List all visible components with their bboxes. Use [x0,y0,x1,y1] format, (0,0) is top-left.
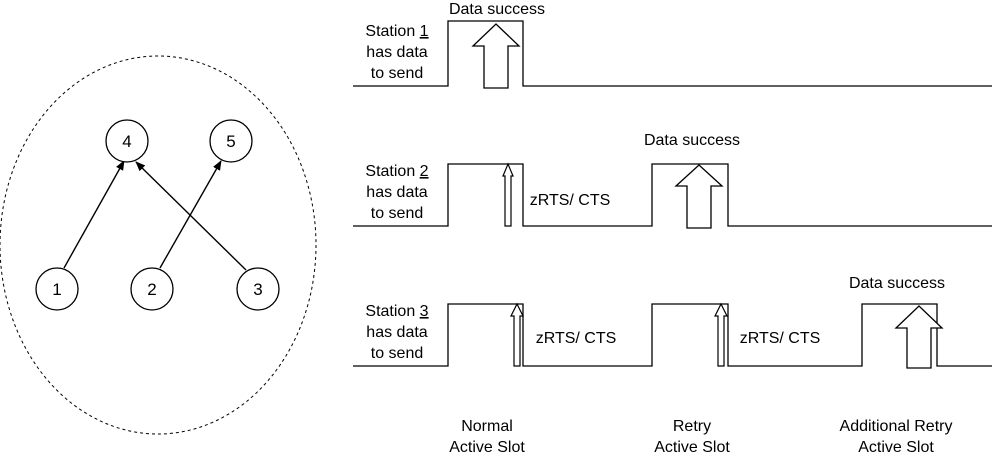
station-2-label-line2: has data [366,184,427,201]
node-2-label: 2 [147,280,156,299]
link-2-to-5 [159,160,222,269]
node-3: 3 [236,267,280,311]
station-3-rts-cts-label-2: zRTS/ CTS [740,330,821,347]
station-3-rts-arrow-1 [510,302,524,367]
station-1-data-success: Data success [449,1,545,18]
node-2: 2 [130,267,174,311]
station-3-label-line2: has data [366,324,427,341]
slot-normal-line1: Normal [461,418,513,435]
node-5-label: 5 [226,132,235,151]
station-1-label-line2: has data [366,44,427,61]
station-2-timeline: Station 2 has data to send zRTS/ CTS Dat… [353,132,992,229]
station-2-data-success: Data success [644,132,740,149]
link-1-to-4 [63,160,125,269]
slot-additional-retry-line2: Active Slot [858,439,934,454]
slot-labels: Normal Active Slot Retry Active Slot Add… [449,418,952,454]
node-4-label: 4 [122,132,131,151]
station-3-data-arrow [894,305,944,369]
slot-retry-line1: Retry [673,418,711,435]
node-1-label: 1 [52,280,61,299]
station-2-rts-cts-label: zRTS/ CTS [530,192,611,209]
station-3-label-line3: to send [371,345,423,362]
node-5: 5 [209,119,253,163]
station-1-label-line3: to send [371,65,423,82]
station-1-data-arrow [471,23,521,89]
station-2-signal [353,163,992,227]
node-3-label: 3 [253,280,262,299]
station-3-signal [353,303,992,367]
slot-normal-line2: Active Slot [449,439,525,454]
station-2-rts-arrow [502,162,514,227]
station-2-data-arrow [674,164,724,229]
node-1: 1 [35,267,79,311]
station-1-timeline: Station 1 has data to send Data success [353,1,992,89]
network-boundary [0,55,317,435]
slot-retry-line2: Active Slot [654,439,730,454]
station-2-label-line3: to send [371,205,423,222]
station-3-rts-arrow-2 [714,302,728,367]
network-topology: 4 5 1 2 3 [0,55,317,435]
station-1-label-line1: Station 1 [365,23,428,40]
station-3-rts-cts-label-1: zRTS/ CTS [536,330,617,347]
station-1-signal [353,20,992,87]
station-3-data-success: Data success [849,275,945,292]
node-4: 4 [105,119,149,163]
station-3-label-line1: Station 3 [365,303,428,320]
station-3-timeline: Station 3 has data to send zRTS/ CTS zRT… [353,275,992,369]
slot-additional-retry-line1: Additional Retry [840,418,953,435]
station-2-label-line1: Station 2 [365,163,428,180]
link-3-to-4 [135,161,247,271]
